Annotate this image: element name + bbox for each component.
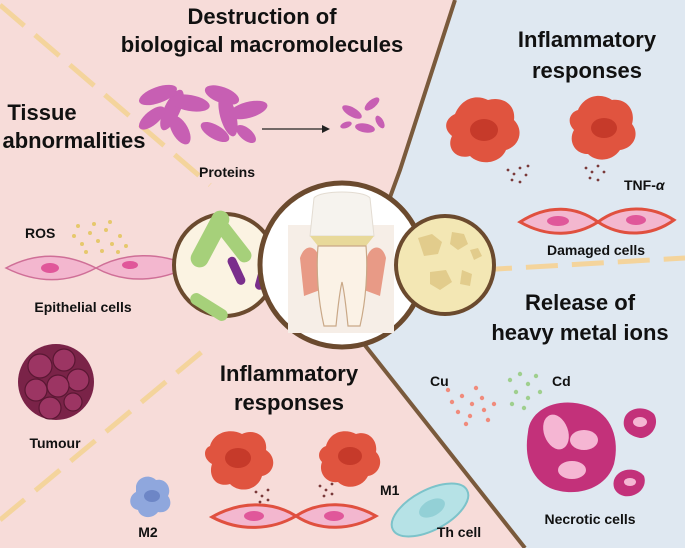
large-protein-left [138,84,210,145]
proteins-illustration [138,84,385,145]
labels: Destruction of biological macromolecules… [2,4,668,540]
bacteria-green-2 [216,221,252,263]
dashed-divider-upper [0,3,212,187]
label-tnf: TNF-α [624,177,666,193]
protein-fragments [340,97,385,133]
arrow-head-icon [322,125,330,133]
label-ros: ROS [25,225,55,241]
large-protein-right [200,85,268,143]
heading-tissue-line1: Tissue [7,100,76,125]
tooth-illustration [288,191,394,333]
damaged-cells-illustration [517,207,677,235]
label-cd: Cd [552,373,571,389]
central-panel [172,180,496,350]
heading-destruction-line2: biological macromolecules [121,32,403,57]
heading-inflammatory-top-line2: responses [532,58,642,83]
heading-inflammatory-top-line1: Inflammatory [518,27,657,52]
tnf-alpha: α [656,177,666,193]
label-m2: M2 [138,524,158,540]
cd-particles [507,371,543,411]
tumour-cluster [18,344,94,420]
tnf-text: TNF- [624,177,656,193]
macrophages-upper [446,95,636,184]
metal-ion-circle [394,214,496,316]
heading-inflammatory-bottom-line1: Inflammatory [220,361,359,386]
heading-inflammatory-bottom-line2: responses [234,390,344,415]
cu-particles [445,385,497,427]
bacteria-purple-1 [227,256,246,285]
heading-destruction-line1: Destruction of [187,4,337,29]
label-damaged-cells: Damaged cells [547,242,645,258]
label-necrotic-cells: Necrotic cells [544,511,635,527]
label-proteins: Proteins [199,164,255,180]
ros-particles [72,220,128,254]
label-tumour: Tumour [29,435,81,451]
m2-macrophage [130,476,171,518]
th-cell [390,482,470,538]
heading-release-line2: heavy metal ions [491,320,668,345]
heading-tissue-line2: abnormalities [2,128,145,153]
metal-deposits [418,232,482,290]
epithelial-cells [4,255,192,281]
heading-release-line1: Release of [525,290,636,315]
label-epithelial-cells: Epithelial cells [34,299,131,315]
macrophages-lower [205,431,381,529]
label-m1: M1 [380,482,400,498]
label-cu: Cu [430,373,449,389]
label-th-cell: Th cell [437,524,481,540]
bacteria-green-3 [190,293,228,321]
necrotic-cells-illustration [526,402,657,497]
dashed-divider-right [479,255,685,273]
